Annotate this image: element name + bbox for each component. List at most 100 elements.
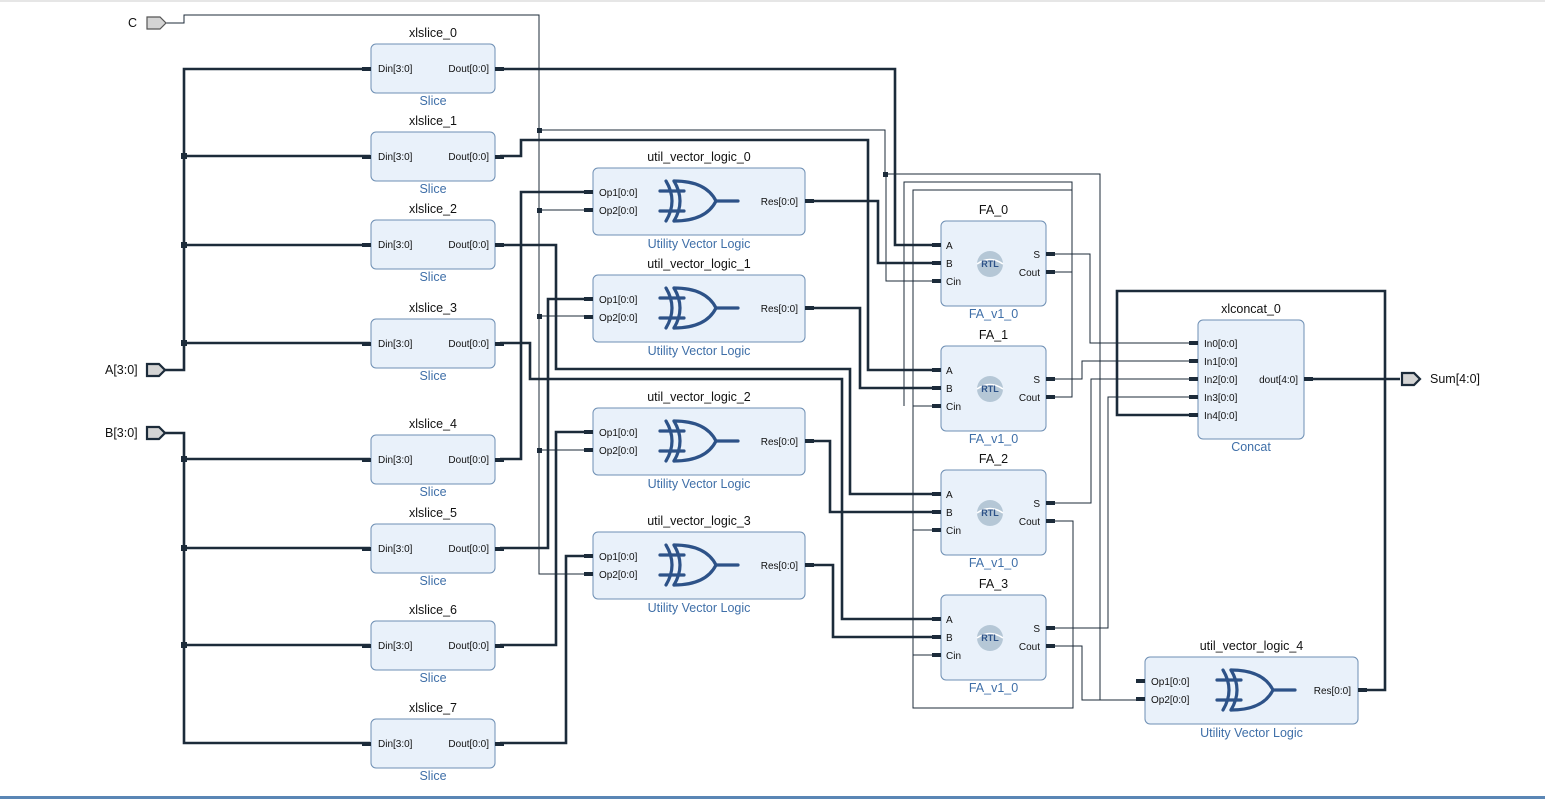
port-c[interactable]: C [128, 16, 167, 30]
rtl-module-icon: RTL [976, 251, 1004, 277]
rtl-logo-text: RTL [981, 633, 999, 643]
concat-in3-pin[interactable]: In3[0:0] [1204, 393, 1238, 404]
wire-fa2-s [1052, 378, 1194, 504]
slice-din-pin[interactable]: Din[3:0] [378, 240, 413, 251]
slice-dout-pin[interactable]: Dout[0:0] [448, 544, 489, 555]
wire-slice4-out [500, 190, 588, 461]
slice-din-pin[interactable]: Din[3:0] [378, 739, 413, 750]
slice-din-pin[interactable]: Din[3:0] [378, 339, 413, 350]
fa-output-stub [1046, 626, 1055, 630]
fa-s-pin[interactable]: S [1033, 375, 1040, 386]
slice-din-pin[interactable]: Din[3:0] [378, 64, 413, 75]
op2-pin[interactable]: Op2[0:0] [599, 313, 638, 324]
fa-cout-pin[interactable]: Cout [1019, 517, 1040, 528]
slice-din-pin[interactable]: Din[3:0] [378, 455, 413, 466]
slice-type-label: Slice [419, 182, 446, 196]
fa-b-pin[interactable]: B [946, 384, 953, 395]
port-a[interactable]: A[3:0] [105, 362, 167, 378]
fa-output-stub [1046, 644, 1055, 648]
op1-pin[interactable]: Op1[0:0] [1151, 677, 1190, 688]
junctions [181, 128, 888, 648]
res-pin[interactable]: Res[0:0] [761, 437, 798, 448]
slice-dout-pin[interactable]: Dout[0:0] [448, 339, 489, 350]
fa-input-stub [932, 368, 941, 372]
slice-dout-pin[interactable]: Dout[0:0] [448, 64, 489, 75]
fa-cin-pin[interactable]: Cin [946, 526, 961, 537]
op1-pin[interactable]: Op1[0:0] [599, 295, 638, 306]
slice-dout-pin[interactable]: Dout[0:0] [448, 240, 489, 251]
op1-stub [584, 190, 593, 194]
fa-a-pin[interactable]: A [946, 241, 953, 252]
vector-logic-block-2[interactable]: util_vector_logic_2Op1[0:0]Op2[0:0]Res[0… [584, 390, 814, 491]
fa-s-pin[interactable]: S [1033, 250, 1040, 261]
fa-s-pin[interactable]: S [1033, 624, 1040, 635]
fa-cin-pin[interactable]: Cin [946, 402, 961, 413]
op2-pin[interactable]: Op2[0:0] [599, 570, 638, 581]
res-pin[interactable]: Res[0:0] [761, 561, 798, 572]
port-b[interactable]: B[3:0] [105, 425, 167, 441]
concat-in2-pin[interactable]: In2[0:0] [1204, 375, 1238, 386]
op1-pin[interactable]: Op1[0:0] [599, 552, 638, 563]
fa-cin-pin[interactable]: Cin [946, 651, 961, 662]
op2-stub [584, 315, 593, 319]
concat-block[interactable]: xlconcat_0 In0[0:0] In1[0:0] In2[0:0] In… [1189, 302, 1313, 454]
vector-logic-block-1[interactable]: util_vector_logic_1Op1[0:0]Op2[0:0]Res[0… [584, 257, 814, 358]
vector-logic-type-label: Utility Vector Logic [648, 601, 751, 615]
concat-in0-pin[interactable]: In0[0:0] [1204, 339, 1238, 350]
op2-pin[interactable]: Op2[0:0] [1151, 695, 1190, 706]
slice-dout-pin[interactable]: Dout[0:0] [448, 739, 489, 750]
slice-dout-pin[interactable]: Dout[0:0] [448, 641, 489, 652]
vector-logic-block-4[interactable]: util_vector_logic_4Op1[0:0]Op2[0:0]Res[0… [1136, 639, 1367, 740]
slice-dout-pin[interactable]: Dout[0:0] [448, 455, 489, 466]
fa-a-pin[interactable]: A [946, 366, 953, 377]
port-sum[interactable]: Sum[4:0] [1400, 371, 1480, 387]
res-stub [805, 563, 814, 567]
slice-din-pin[interactable]: Din[3:0] [378, 544, 413, 555]
slices: xlslice_0Din[3:0]Dout[0:0]Slicexlslice_1… [362, 26, 504, 783]
wire-fa0-cin [885, 174, 936, 282]
fa-a-pin[interactable]: A [946, 490, 953, 501]
slice-din-pin[interactable]: Din[3:0] [378, 641, 413, 652]
xor-gate-icon [658, 286, 740, 330]
fa-b-pin[interactable]: B [946, 508, 953, 519]
op2-pin[interactable]: Op2[0:0] [599, 206, 638, 217]
vector-logic-instance-name: util_vector_logic_0 [647, 150, 751, 164]
res-pin[interactable]: Res[0:0] [1314, 686, 1351, 697]
fa-cin-pin[interactable]: Cin [946, 277, 961, 288]
concat-dout-pin[interactable]: dout[4:0] [1259, 375, 1298, 386]
fa-input-stub [932, 386, 941, 390]
res-pin[interactable]: Res[0:0] [761, 304, 798, 315]
res-pin[interactable]: Res[0:0] [761, 197, 798, 208]
fa-s-pin[interactable]: S [1033, 499, 1040, 510]
slice-dout-pin[interactable]: Dout[0:0] [448, 152, 489, 163]
slice-din-stub [362, 644, 371, 648]
concat-in1-pin[interactable]: In1[0:0] [1204, 357, 1238, 368]
op1-pin[interactable]: Op1[0:0] [599, 188, 638, 199]
slice-din-pin[interactable]: Din[3:0] [378, 152, 413, 163]
op2-pin[interactable]: Op2[0:0] [599, 446, 638, 457]
vector-logic-block-3[interactable]: util_vector_logic_3Op1[0:0]Op2[0:0]Res[0… [584, 514, 814, 615]
fa-b-pin[interactable]: B [946, 633, 953, 644]
slice-dout-stub [495, 458, 504, 462]
fa-cout-pin[interactable]: Cout [1019, 268, 1040, 279]
fa-a-pin[interactable]: A [946, 615, 953, 626]
fa-cout-pin[interactable]: Cout [1019, 642, 1040, 653]
op1-pin[interactable]: Op1[0:0] [599, 428, 638, 439]
fa-cout-pin[interactable]: Cout [1019, 393, 1040, 404]
fa-b-pin[interactable]: B [946, 259, 953, 270]
concat-in4-pin[interactable]: In4[0:0] [1204, 411, 1238, 422]
